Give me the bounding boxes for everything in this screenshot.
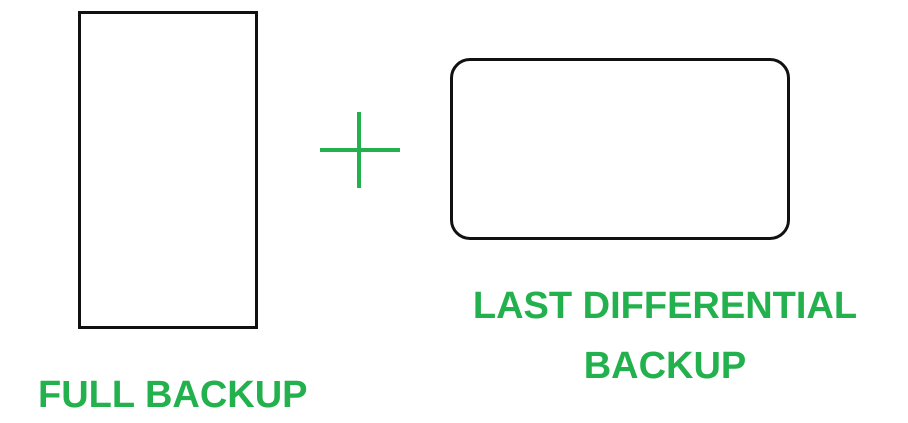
full-backup-label: FULL BACKUP xyxy=(38,374,308,416)
differential-backup-label-line1: LAST DIFFERENTIAL xyxy=(472,285,858,327)
full-backup-box xyxy=(78,11,258,329)
differential-backup-label: LAST DIFFERENTIAL BACKUP xyxy=(460,276,870,396)
differential-backup-box xyxy=(450,58,790,240)
differential-backup-label-line2: BACKUP xyxy=(583,345,747,387)
plus-vertical-stroke xyxy=(357,112,361,188)
plus-icon xyxy=(318,112,402,188)
